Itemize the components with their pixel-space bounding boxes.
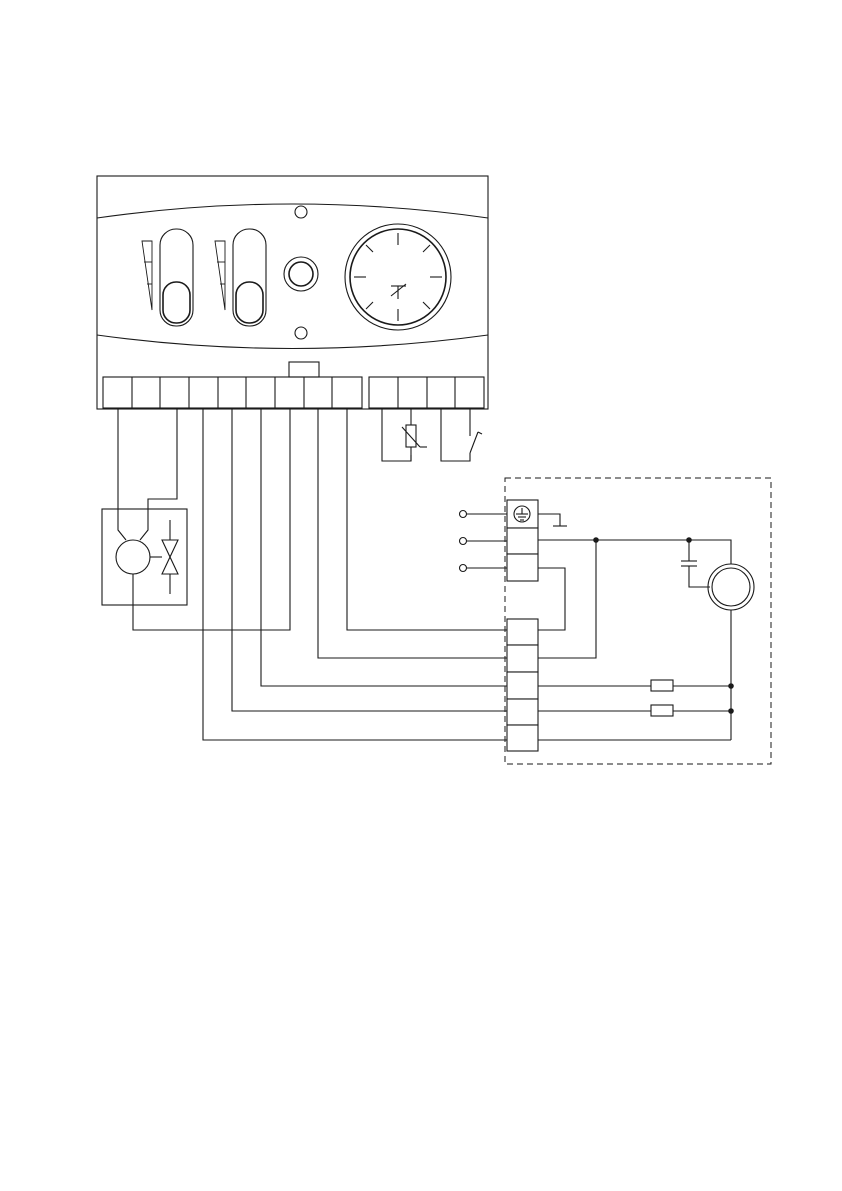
supply-input-terminal-icon [460,538,467,545]
pump-valve-unit [102,509,187,605]
push-button[interactable] [284,257,318,291]
scale-wedge-icon [142,241,152,310]
aux-terminal-strip [369,377,484,408]
valve-icon [162,520,178,594]
switch-contact [441,408,482,461]
mounting-screw-icon [295,327,307,339]
supply-input-terminal-icon [460,565,467,572]
mounting-screw-icon [295,206,307,218]
capacitor-icon [681,540,710,587]
main-terminal-strip [103,377,362,408]
slider-control-2[interactable] [215,229,266,326]
slider-knob[interactable] [236,282,263,323]
supply-inputs [460,511,508,572]
slider-control-1[interactable] [142,229,193,326]
slider-track [160,229,193,326]
front-panel-top-curve [97,204,488,218]
fan-motor-icon [708,564,754,610]
scale-wedge-icon [215,241,225,310]
resistor-icon [651,680,673,691]
sensor-resistor [382,408,427,461]
connector-tab [289,362,319,377]
resistor-icon [651,705,673,716]
appliance-terminals [507,500,538,751]
thermostat-symbol-icon [391,284,406,299]
timer-dial[interactable] [345,224,451,330]
controller-unit [97,176,488,409]
front-panel-bottom-curve [97,335,488,349]
appliance-box [460,478,772,764]
slider-knob[interactable] [163,282,190,323]
slider-track [233,229,266,326]
supply-input-terminal-icon [460,511,467,518]
pump-motor-icon [116,540,150,574]
